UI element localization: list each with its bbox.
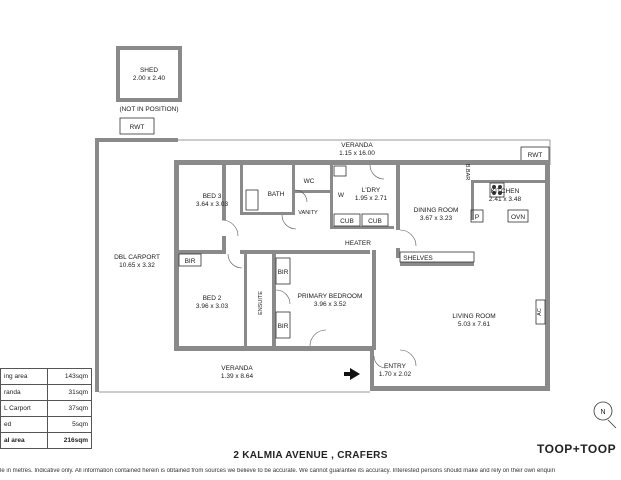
ensuite-label: ENSUITE — [258, 291, 264, 315]
bir2-label: BIR — [278, 269, 289, 276]
shelves-box — [399, 251, 475, 263]
oven-label: OVN — [511, 214, 525, 221]
disclaimer-text: le in metres. Indicative only. All infor… — [0, 468, 555, 474]
primary-dims: 3.96 x 3.52 — [314, 301, 347, 308]
primary-name: PRIMARY BEDROOM — [298, 293, 363, 300]
bed3-dims: 3.64 x 3.03 — [196, 201, 229, 208]
living-name: LIVING ROOM — [452, 313, 495, 320]
compass-n-icon: N — [600, 409, 605, 416]
area-label: L Carport — [0, 400, 49, 417]
dining-name: DINING ROOM — [414, 207, 459, 214]
ac-unit — [535, 299, 546, 325]
bathtub-fixture — [245, 189, 259, 211]
veranda-top-name: VERANDA — [341, 142, 373, 149]
cooktop-fixture — [489, 182, 505, 198]
vanity-label: VANITY — [298, 210, 318, 216]
brand-logo: TOOP+TOOP — [537, 442, 617, 456]
bir-bed2 — [178, 253, 202, 267]
entry-name: ENTRY — [384, 363, 407, 370]
house-walls — [174, 160, 550, 391]
carport-name: DBL CARPORT — [114, 254, 160, 261]
carport: DBL CARPORT 10.65 x 3.32 — [95, 138, 178, 393]
ldry-dims: 1.95 x 2.71 — [355, 195, 388, 202]
area-value: 143sqm — [47, 368, 92, 385]
shed-note: (NOT IN POSITION) — [119, 106, 178, 113]
compass: N — [593, 401, 617, 429]
ac-label: AC — [537, 308, 543, 316]
bed2-name: BED 2 — [203, 295, 222, 302]
area-value: 216sqm — [47, 432, 92, 449]
shed: SHED 2.00 x 2.40 (NOT IN POSITION) — [116, 46, 182, 113]
area-value: 31sqm — [47, 384, 92, 401]
shelves-label: SHELVES — [403, 255, 433, 262]
rwt-top-label: RWT — [130, 124, 145, 131]
cub1-label: CUB — [340, 218, 354, 225]
cub2-label: CUB — [368, 218, 382, 225]
shed-dims: 2.00 x 2.40 — [133, 75, 166, 82]
area-label: ed — [0, 416, 49, 433]
kitchen-name: KITCHEN — [491, 188, 520, 195]
veranda-top-dims: 1.15 x 16.00 — [339, 150, 375, 157]
veranda-bottom-dims: 1.39 x 8.64 — [221, 373, 254, 380]
door-swings — [221, 164, 417, 369]
bar-label: B.BAR — [464, 164, 470, 181]
property-address: 2 KALMIA AVENUE , CRAFERS — [233, 450, 388, 461]
bir-primary-2 — [275, 311, 291, 339]
bed3-name: BED 3 — [203, 193, 222, 200]
bed2-dims: 3.96 x 3.03 — [196, 303, 229, 310]
bir-primary-1 — [275, 257, 291, 285]
area-value: 5sqm — [47, 416, 92, 433]
rwt-right-label: RWT — [528, 152, 543, 159]
carport-dims: 10.65 x 3.32 — [119, 262, 155, 269]
heater-label: HEATER — [345, 240, 371, 247]
entry-arrow-icon — [350, 368, 360, 380]
wc-label: WC — [304, 178, 315, 185]
kitchen-dims: 2.41 x 3.48 — [489, 196, 522, 203]
cupboard-1 — [333, 213, 361, 227]
pantry-label: P — [475, 214, 479, 221]
veranda-bottom-name: VERANDA — [221, 365, 253, 372]
area-label: ing area — [0, 368, 49, 385]
bir3-label: BIR — [278, 323, 289, 330]
oven-box — [507, 209, 529, 223]
pantry-box — [470, 209, 484, 223]
shed-name: SHED — [140, 67, 158, 74]
bath-label: BATH — [268, 191, 285, 198]
area-value: 37sqm — [47, 400, 92, 417]
bir1-label: BIR — [185, 258, 196, 265]
dining-dims: 3.67 x 3.23 — [420, 215, 453, 222]
w-label: W — [338, 192, 345, 199]
entry-dims: 1.70 x 2.02 — [379, 371, 412, 378]
area-label: al area — [0, 432, 49, 449]
sink-fixture — [333, 165, 347, 177]
ldry-name: L'DRY — [362, 187, 381, 194]
living-dims: 5.03 x 7.61 — [458, 321, 491, 328]
rwt-tank-top — [119, 117, 155, 135]
cupboard-2 — [361, 213, 389, 227]
area-label: randa — [0, 384, 49, 401]
